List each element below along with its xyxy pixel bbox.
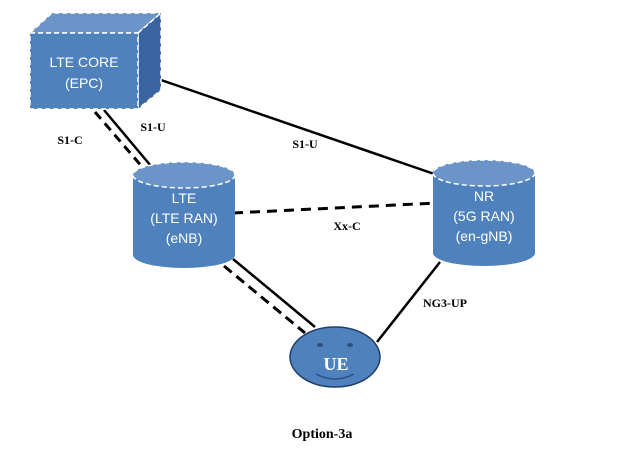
gnb-label-line3: (en-gNB) <box>456 228 513 244</box>
gnb-cylinder-body <box>433 173 535 266</box>
enb-label-line1: LTE <box>172 190 197 206</box>
enb-label-line3: (eNB) <box>166 230 203 246</box>
connections <box>93 78 447 343</box>
xxc-label: Xx-C <box>333 219 360 233</box>
ue-face <box>289 326 381 388</box>
gnb-label-line1: NR <box>474 188 494 204</box>
xxc-link <box>232 201 438 215</box>
core-label-line1: LTE CORE <box>50 54 119 70</box>
ue-right-eye-icon <box>347 343 353 347</box>
enb-cylinder-body <box>133 175 235 268</box>
ng3up-label: NG3-UP <box>423 296 467 310</box>
lte-core-node: LTE CORE (EPC) <box>28 11 164 111</box>
enb-ue-dashed-link <box>223 264 306 335</box>
enb-label-line2: (LTE RAN) <box>150 210 217 226</box>
enb-cylinder-top <box>132 161 236 189</box>
s1c-label: S1-C <box>57 133 82 147</box>
core-front-face <box>29 32 139 110</box>
s1u-link-enb <box>103 109 157 173</box>
s1u-gnb-label: S1-U <box>292 137 318 151</box>
core-label-line2: (EPC) <box>65 75 103 91</box>
enb-ue-solid-link <box>232 258 316 328</box>
ue-node: UE <box>289 326 381 388</box>
gnb-cylinder-top <box>432 159 536 187</box>
nr-gnb-node: NR (5G RAN) (en-gNB) <box>432 159 536 266</box>
s1u-enb-label: S1-U <box>140 120 166 134</box>
ng3up-link <box>376 261 441 343</box>
diagram-caption: Option-3a <box>292 427 353 442</box>
s1u-link-gnb <box>160 78 447 180</box>
ue-label: UE <box>323 354 348 374</box>
ue-smile-icon <box>315 373 355 380</box>
ue-left-eye-icon <box>317 343 323 347</box>
gnb-label-line2: (5G RAN) <box>453 208 514 224</box>
lte-enb-node: LTE (LTE RAN) (eNB) <box>132 161 236 268</box>
